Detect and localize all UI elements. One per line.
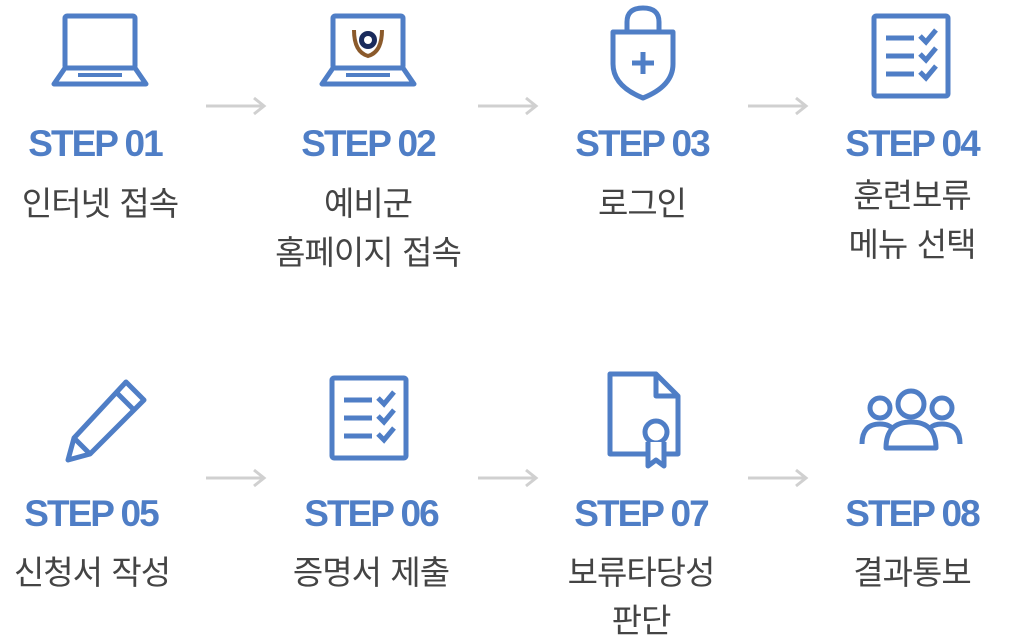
- step-04-label: STEP 04: [845, 123, 980, 164]
- step-03-label: STEP 03: [575, 123, 710, 164]
- certificate-document-icon: [604, 370, 684, 470]
- step-04-desc-line-2: 메뉴 선택: [848, 225, 977, 264]
- shield-lock-icon: [605, 2, 681, 102]
- emblem-icon: [352, 29, 384, 59]
- step-06-label: STEP 06: [304, 493, 439, 534]
- pencil-icon: [60, 376, 150, 466]
- arrow-right-icon: [478, 96, 539, 116]
- step-01-desc-line-1: 인터넷 접속: [21, 184, 179, 223]
- step-02-desc-line-2: 홈페이지 접속: [275, 233, 462, 272]
- step-02-desc-line-1: 예비군: [323, 184, 413, 223]
- step-05-desc-line-1: 신청서 작성: [13, 553, 171, 592]
- step-06-desc-line-1: 증명서 제출: [292, 553, 450, 592]
- laptop-emblem-icon: [318, 12, 418, 90]
- checklist-icon: [328, 374, 410, 462]
- arrow-right-icon: [478, 468, 539, 488]
- step-02-label: STEP 02: [301, 123, 436, 164]
- step-08-desc-line-1: 결과통보: [853, 553, 971, 592]
- step-05-label: STEP 05: [24, 493, 159, 534]
- arrow-right-icon: [748, 468, 809, 488]
- step-04-desc-line-1: 훈련보류: [853, 176, 971, 215]
- step-07-desc-line-2: 판단: [611, 601, 672, 640]
- step-08-label: STEP 08: [845, 493, 980, 534]
- laptop-icon: [50, 12, 150, 90]
- checklist-icon: [870, 12, 952, 100]
- arrow-right-icon: [206, 468, 267, 488]
- step-03-desc-line-1: 로그인: [597, 184, 687, 223]
- users-group-icon: [858, 386, 964, 452]
- arrow-right-icon: [748, 96, 809, 116]
- step-07-desc-line-1: 보류타당성: [567, 553, 716, 592]
- step-01-label: STEP 01: [28, 123, 163, 164]
- step-07-label: STEP 07: [574, 493, 709, 534]
- arrow-right-icon: [206, 96, 267, 116]
